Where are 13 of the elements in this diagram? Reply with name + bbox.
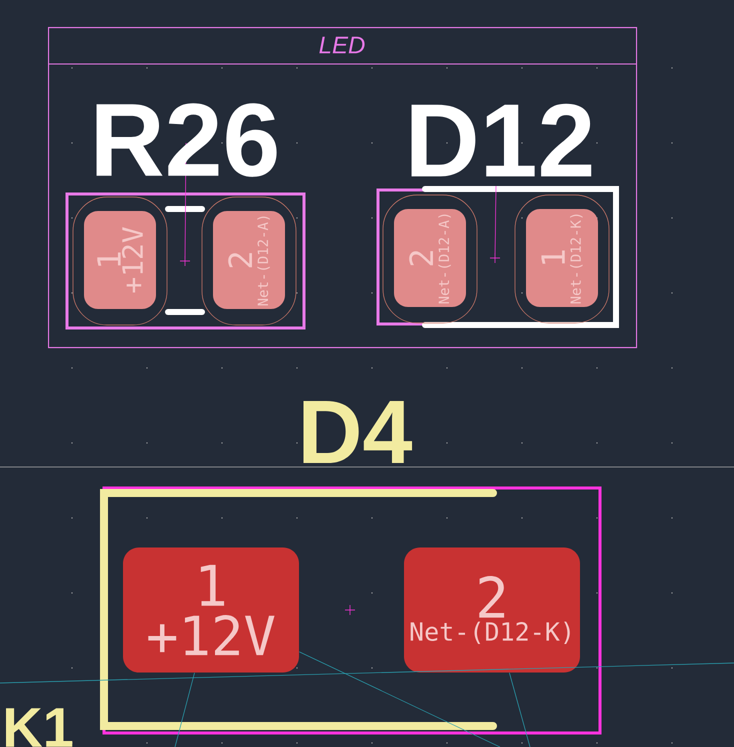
smd-pad: 2 Net-(D12-A) [394,209,466,307]
reference-designator: R26 [96,103,277,177]
ratsnest-line [298,651,500,747]
reference-designator: D4 [304,401,412,463]
ratsnest-line [509,672,530,747]
ratsnest-line [174,672,195,747]
reference-designator: D12 [412,104,592,176]
reference-designator: K1 [6,708,72,747]
smd-pad: 1 +12V [84,211,156,309]
smd-pad: 1 +12V [123,548,299,672]
smd-pad: 2 Net-(D12-K) [404,548,580,672]
smd-pad: 1 Net-(D12-K) [526,209,598,307]
smd-pad: 2 Net-(D12-A) [213,211,285,309]
